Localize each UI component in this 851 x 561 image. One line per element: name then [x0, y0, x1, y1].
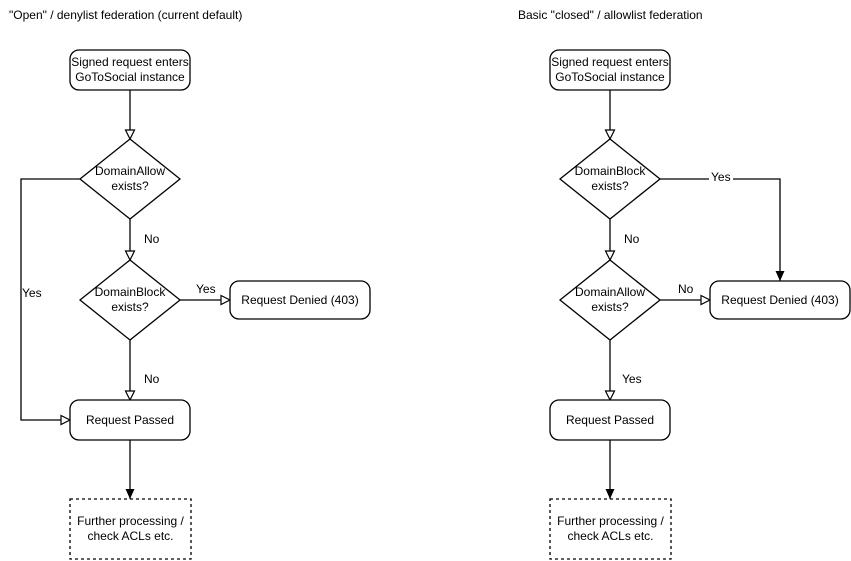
right-denied-text: Request Denied (403) [721, 292, 839, 307]
right-decision2-label: DomainAllow exists? [560, 260, 660, 340]
right-edge-label-yes-2: Yes [622, 372, 642, 386]
left-edge-label-yes-elbow: Yes [22, 286, 42, 300]
left-edge-label-no-2: No [144, 372, 160, 386]
left-decision2-line1: DomainBlock [94, 285, 166, 299]
right-decision1-line2: exists? [591, 179, 629, 193]
left-decision1-line2: exists? [111, 179, 149, 193]
left-start-line1: Signed request enters [71, 55, 189, 69]
right-edge-label-no-1: No [624, 232, 640, 246]
left-decision1-line1: DomainAllow [94, 164, 166, 178]
left-start-node-label: Signed request enters GoToSocial instanc… [70, 50, 190, 90]
right-decision2-diamond-shape [558, 259, 662, 341]
left-denied-node-label: Request Denied (403) [230, 281, 370, 319]
right-edge-decision1-yes-to-denied [660, 178, 785, 281]
right-further-line2: check ACLs etc. [567, 529, 654, 543]
right-start-node-shape [549, 49, 671, 91]
left-start-node-shape [69, 49, 191, 91]
left-further-node-shape [69, 498, 192, 560]
left-edge-label-yes-denied: Yes [196, 282, 216, 296]
right-further-node-label: Further processing / check ACLs etc. [550, 499, 671, 559]
left-edge-decision1-yes-to-passed [20, 178, 80, 426]
right-decision2-line1: DomainAllow [574, 285, 646, 299]
left-denied-node-shape [229, 280, 371, 320]
right-edge-label-yes-denied: Yes [709, 170, 733, 184]
right-decision1-label: DomainBlock exists? [560, 139, 660, 219]
left-denied-text: Request Denied (403) [241, 292, 359, 307]
right-start-line2: GoToSocial instance [555, 70, 665, 84]
left-decision2-label: DomainBlock exists? [80, 260, 180, 340]
left-decision2-line2: exists? [111, 300, 149, 314]
right-edge-label-no-denied: No [678, 282, 694, 296]
right-flow-title: Basic "closed" / allowlist federation [518, 8, 703, 22]
right-decision1-diamond-shape [558, 138, 662, 220]
right-further-node-shape [549, 498, 672, 560]
left-passed-text: Request Passed [85, 412, 175, 427]
left-decision1-label: DomainAllow exists? [80, 139, 180, 219]
right-start-node-label: Signed request enters GoToSocial instanc… [550, 50, 670, 90]
left-passed-node-shape [69, 399, 191, 441]
right-passed-node-label: Request Passed [550, 400, 670, 440]
right-denied-node-label: Request Denied (403) [710, 281, 850, 319]
left-further-line1: Further processing / [77, 514, 184, 528]
right-denied-node-shape [709, 280, 851, 320]
left-further-line2: check ACLs etc. [87, 529, 174, 543]
left-further-node-label: Further processing / check ACLs etc. [70, 499, 191, 559]
right-decision1-line1: DomainBlock [574, 164, 646, 178]
left-flow-title: "Open" / denylist federation (current de… [9, 8, 243, 22]
right-passed-text: Request Passed [565, 412, 655, 427]
left-edge-label-no-1: No [144, 232, 160, 246]
left-start-line2: GoToSocial instance [75, 70, 185, 84]
left-decision1-diamond-shape [78, 138, 182, 220]
right-start-line1: Signed request enters [551, 55, 669, 69]
right-further-line1: Further processing / [557, 514, 664, 528]
right-decision2-line2: exists? [591, 300, 629, 314]
left-decision2-diamond-shape [78, 259, 182, 341]
right-passed-node-shape [549, 399, 671, 441]
left-passed-node-label: Request Passed [70, 400, 190, 440]
